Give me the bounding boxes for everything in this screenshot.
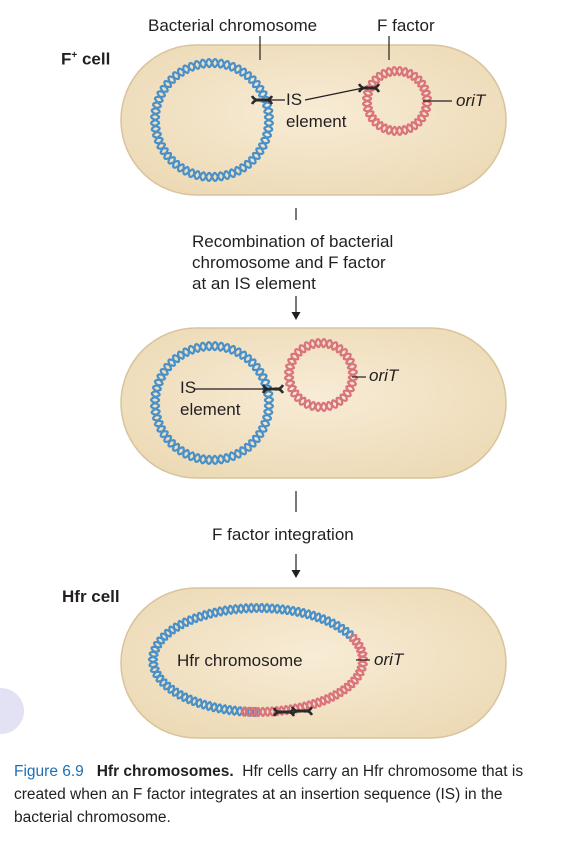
figure-caption-text: Hfr cells carry an Hfr chromosome that i… xyxy=(14,763,524,826)
leader-lines xyxy=(195,36,452,661)
f-plus-superscript: + xyxy=(71,50,78,61)
orit-label-3: oriT xyxy=(374,650,404,669)
is-label-1: IS xyxy=(286,90,303,109)
cell-word: cell xyxy=(77,49,111,69)
hfr-diagram xyxy=(120,36,507,739)
is-element-pair-2 xyxy=(261,384,285,394)
is-label-2: IS xyxy=(180,378,197,397)
hfr-chromosome-red-strand-2 xyxy=(240,634,368,718)
figure-number: Figure 6.9 xyxy=(14,763,84,780)
bacterial-chromosome-label: Bacterial chromosome xyxy=(148,16,318,35)
cell-1 xyxy=(120,44,507,196)
bacterial-chromosome-2-strand-2 xyxy=(150,341,274,465)
element-label-2: element xyxy=(180,400,241,419)
bacterial-chromosome-1-strand-2 xyxy=(150,58,274,182)
figure-caption: Figure 6.9 Hfr chromosomes. Hfr cells ca… xyxy=(14,760,559,829)
element-label-1: element xyxy=(286,112,347,131)
recombination-step-text: Recombination of bacterial chromosome an… xyxy=(192,231,393,294)
orit-label-1: oriT xyxy=(456,91,486,110)
figure-title: Hfr chromosomes. xyxy=(96,763,234,780)
is-element-hfr-right xyxy=(290,706,314,716)
recombination-line-1: Recombination of bacterial xyxy=(192,232,394,251)
recombination-line-2: chromosome and F factor xyxy=(192,253,386,272)
f-plus-letter: F xyxy=(61,49,72,69)
cell-3 xyxy=(120,587,507,739)
hfr-chromosome-blue-strand-2 xyxy=(147,602,353,717)
orit-label-2: oriT xyxy=(369,366,399,385)
hfr-chromosome-label: Hfr chromosome xyxy=(177,651,303,670)
integration-step-text: F factor integration xyxy=(212,525,354,544)
f-factor-2-strand-2 xyxy=(283,337,359,413)
f-plus-cell-label: F+ cell xyxy=(61,46,110,70)
f-factor-label: F factor xyxy=(377,16,435,35)
hfr-chromosome-blue-strand-1 xyxy=(148,602,354,718)
is-element-chromosome-1 xyxy=(250,95,274,105)
f-factor-1-strand-2 xyxy=(361,65,433,137)
is-element-f-factor-1 xyxy=(357,83,381,93)
hfr-cell-label: Hfr cell xyxy=(62,587,120,606)
recombination-line-3: at an IS element xyxy=(192,274,316,293)
